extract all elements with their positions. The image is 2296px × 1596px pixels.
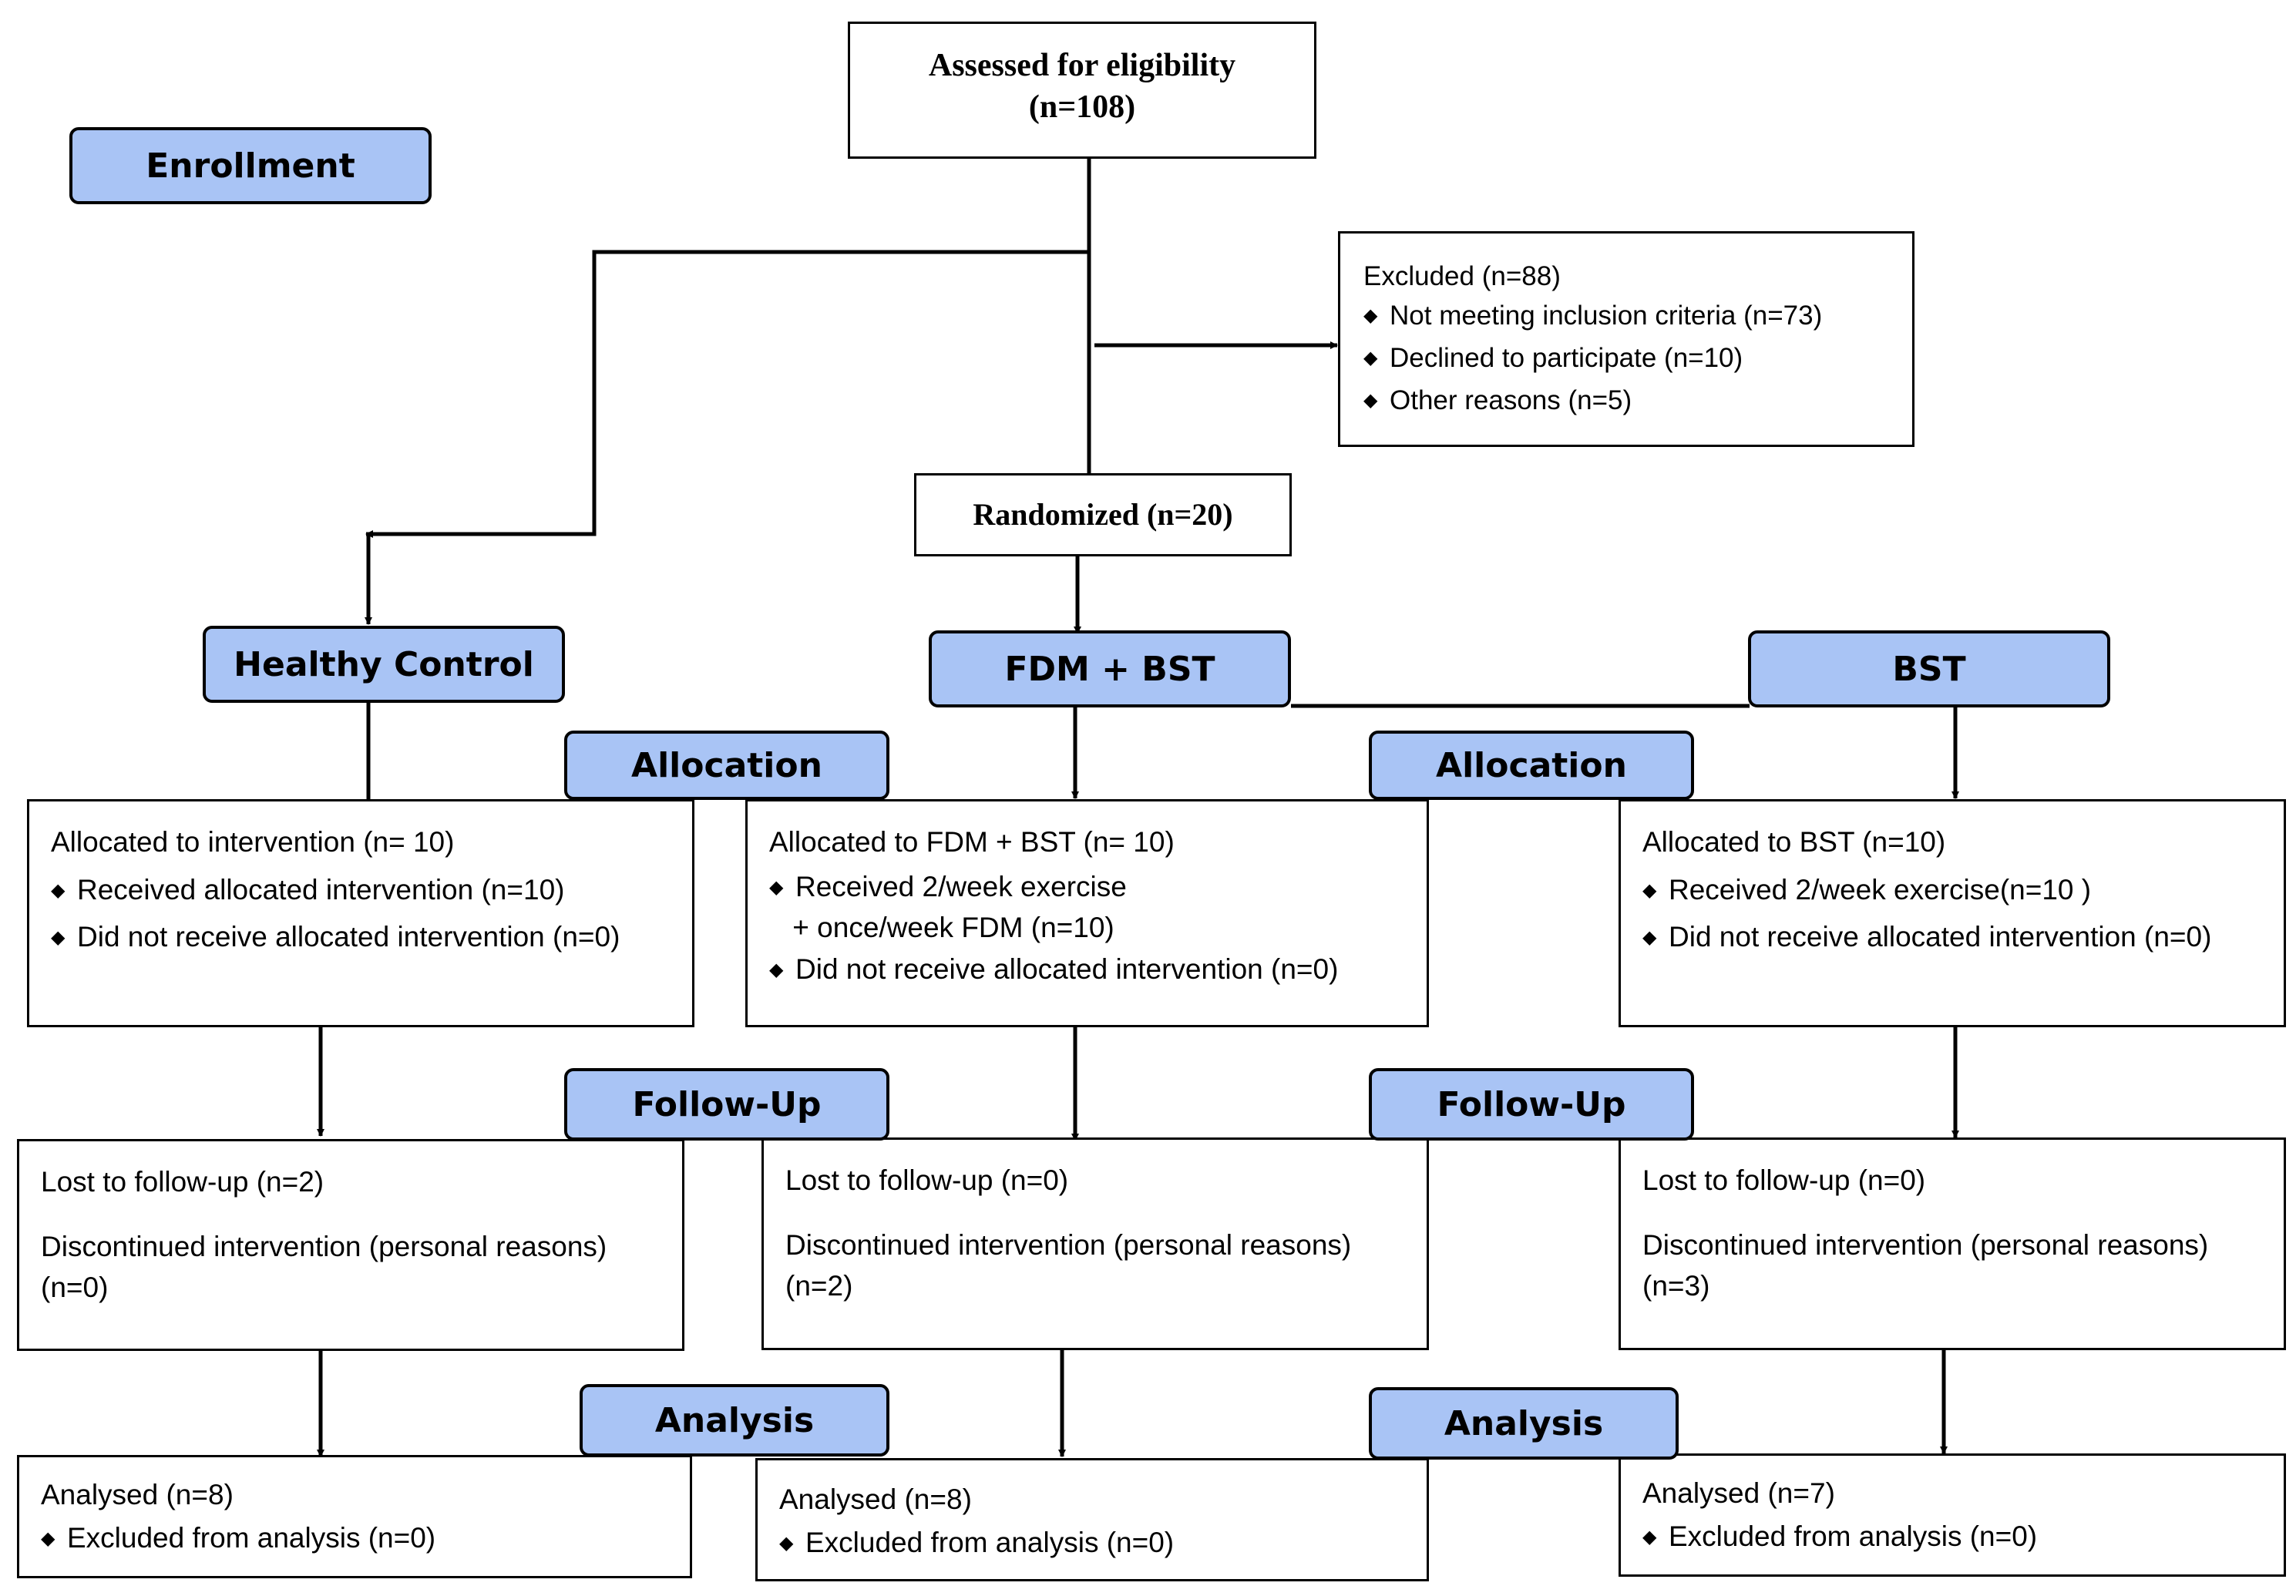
analysis-fdm-analysed: Analysed (n=8) — [779, 1483, 972, 1515]
allocation-box-healthy: Allocated to intervention (n= 10) ◆Recei… — [27, 799, 694, 1027]
excluded-item-other: ◆Other reasons (n=5) — [1363, 385, 1632, 415]
followup-box-fdm-bst: Lost to follow-up (n=0) Discontinued int… — [761, 1137, 1429, 1350]
assessed-eligibility-box: Assessed for eligibility (n=108) — [848, 22, 1316, 159]
analysis-bst-excluded: ◆Excluded from analysis (n=0) — [1642, 1520, 2038, 1552]
followup-box-healthy: Lost to follow-up (n=2) Discontinued int… — [17, 1139, 684, 1351]
followup-fdm-lost: Lost to follow-up (n=0) — [785, 1164, 1069, 1196]
followup-bst-lost: Lost to follow-up (n=0) — [1642, 1164, 1926, 1196]
analysis-box-bst: Analysed (n=7) ◆Excluded from analysis (… — [1619, 1453, 2286, 1577]
followup-label-left: Follow-Up — [564, 1068, 889, 1141]
arrow-to-healthy-branch — [365, 250, 1089, 538]
allocation-healthy-title: Allocated to intervention (n= 10) — [51, 826, 455, 858]
analysis-healthy-excluded: ◆Excluded from analysis (n=0) — [41, 1521, 436, 1554]
followup-label-right: Follow-Up — [1369, 1068, 1694, 1141]
followup-bst-discontinued-n: (n=3) — [1642, 1270, 1710, 1302]
allocation-fdm-received-cont: + once/week FDM (n=10) — [785, 912, 1114, 944]
assessed-count: (n=108) — [1028, 89, 1136, 125]
assessed-title: Assessed for eligibility — [928, 48, 1236, 83]
allocation-healthy-not-received: ◆Did not receive allocated intervention … — [51, 921, 620, 953]
analysis-box-healthy: Analysed (n=8) ◆Excluded from analysis (… — [17, 1455, 692, 1578]
allocation-fdm-not-received: ◆Did not receive allocated intervention … — [769, 953, 1339, 985]
group-bst: BST — [1748, 630, 2110, 707]
excluded-item-declined: ◆Declined to participate (n=10) — [1363, 343, 1743, 373]
allocation-bst-not-received: ◆Did not receive allocated intervention … — [1642, 921, 2212, 953]
analysis-label-right: Analysis — [1369, 1387, 1679, 1460]
excluded-title: Excluded (n=88) — [1363, 261, 1561, 291]
randomized-box: Randomized (n=20) — [914, 473, 1292, 556]
enrollment-label: Enrollment — [69, 127, 432, 204]
group-fdm-bst: FDM + BST — [929, 630, 1291, 707]
followup-healthy-discontinued: Discontinued intervention (personal reas… — [41, 1230, 607, 1262]
allocation-fdm-received: ◆Received 2/week exercise — [769, 870, 1127, 902]
followup-healthy-lost: Lost to follow-up (n=2) — [41, 1166, 324, 1198]
allocation-box-bst: Allocated to BST (n=10) ◆Received 2/week… — [1619, 799, 2286, 1027]
excluded-box: Excluded (n=88) ◆Not meeting inclusion c… — [1338, 231, 1914, 447]
analysis-healthy-analysed: Analysed (n=8) — [41, 1479, 234, 1510]
followup-box-bst: Lost to follow-up (n=0) Discontinued int… — [1619, 1137, 2286, 1350]
excluded-item-inclusion: ◆Not meeting inclusion criteria (n=73) — [1363, 301, 1823, 331]
analysis-fdm-excluded: ◆Excluded from analysis (n=0) — [779, 1526, 1175, 1558]
analysis-bst-analysed: Analysed (n=7) — [1642, 1477, 1835, 1509]
analysis-label-left: Analysis — [580, 1384, 889, 1457]
allocation-bst-received: ◆Received 2/week exercise(n=10 ) — [1642, 873, 2092, 906]
allocation-fdm-title: Allocated to FDM + BST (n= 10) — [769, 826, 1175, 858]
allocation-box-fdm-bst: Allocated to FDM + BST (n= 10) ◆Received… — [745, 799, 1429, 1027]
allocation-healthy-received: ◆Received allocated intervention (n=10) — [51, 873, 565, 906]
analysis-box-fdm-bst: Analysed (n=8) ◆Excluded from analysis (… — [755, 1458, 1429, 1581]
allocation-label-left: Allocation — [564, 731, 889, 800]
allocation-bst-title: Allocated to BST (n=10) — [1642, 826, 1946, 858]
followup-fdm-discontinued-n: (n=2) — [785, 1270, 853, 1302]
followup-bst-discontinued: Discontinued intervention (personal reas… — [1642, 1228, 2209, 1261]
followup-healthy-discontinued-n: (n=0) — [41, 1272, 109, 1304]
group-healthy-control: Healthy Control — [203, 626, 565, 703]
allocation-label-right: Allocation — [1369, 731, 1694, 800]
followup-fdm-discontinued: Discontinued intervention (personal reas… — [785, 1228, 1352, 1261]
